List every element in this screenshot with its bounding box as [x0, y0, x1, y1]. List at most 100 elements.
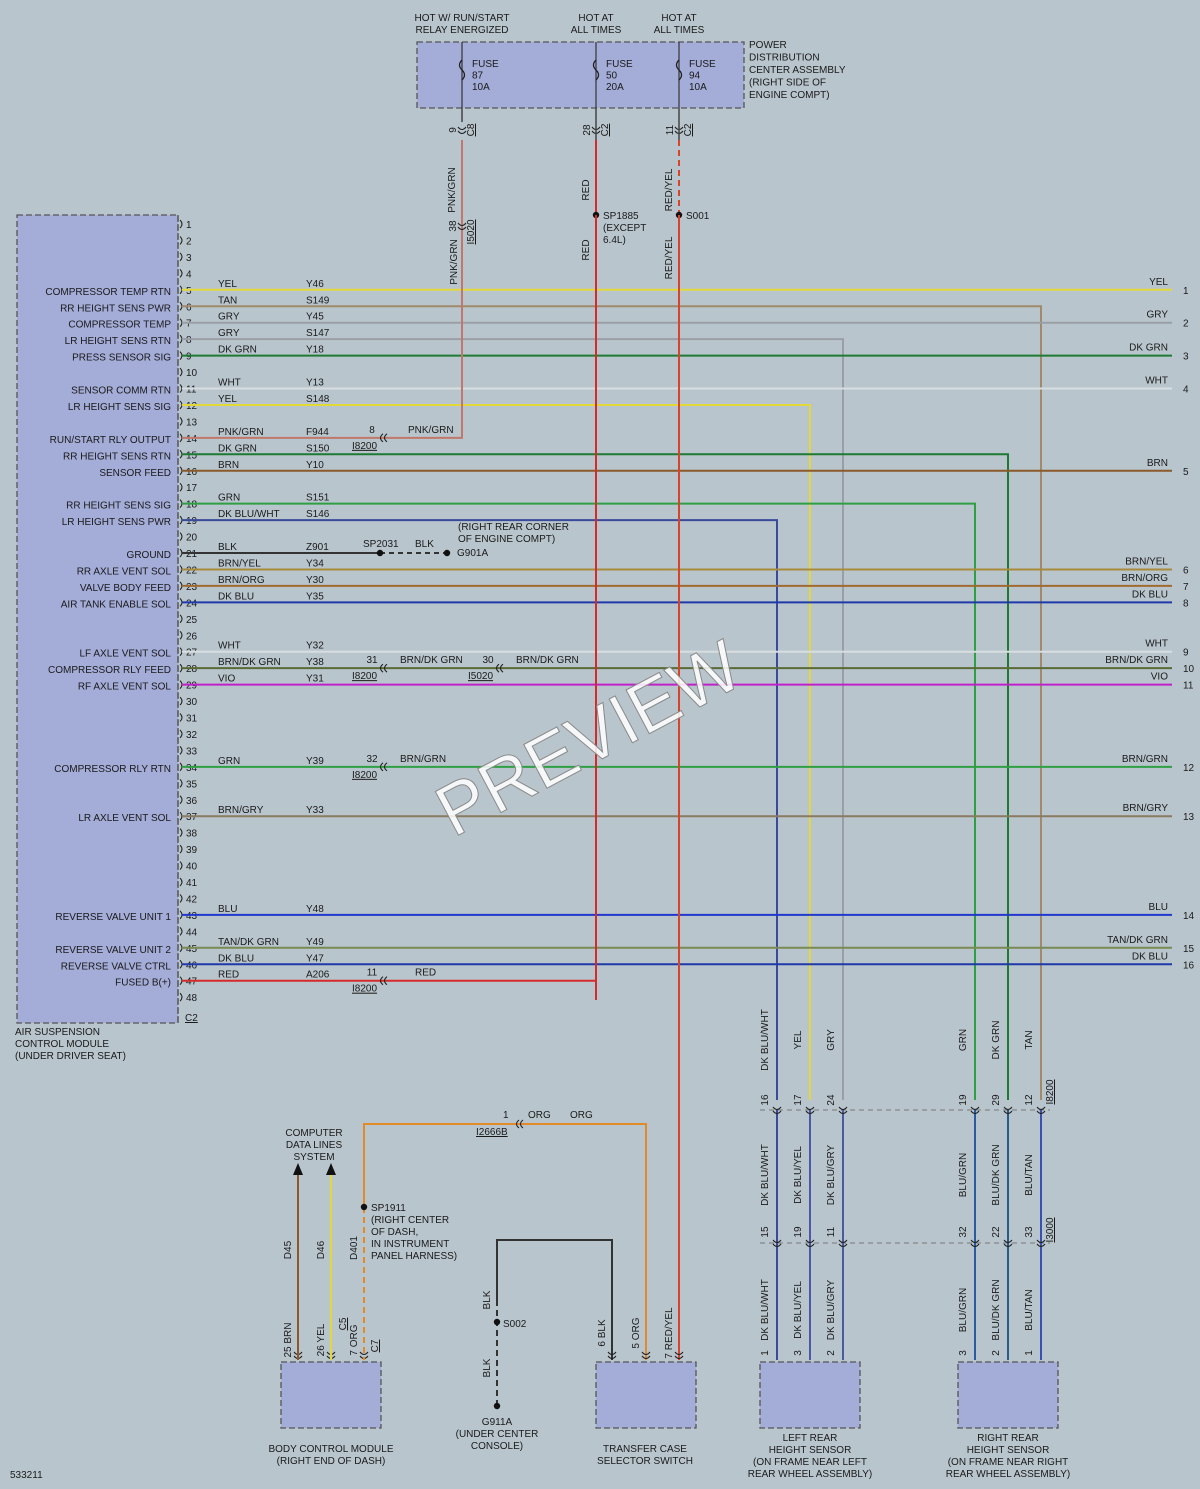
- module-pin-14: 14: [186, 434, 198, 445]
- lr-sensor-box: [759, 1361, 861, 1429]
- module-pin-socket-1: [179, 219, 183, 229]
- wire-pin-23-circuit: Y30: [306, 575, 324, 586]
- module-pin-12: 12: [186, 401, 198, 412]
- module-pin-socket-38: [179, 828, 183, 838]
- module-pin-38: 38: [186, 829, 198, 840]
- wire-pin-28-inline2-plug: [495, 663, 504, 673]
- module-pin-socket-32: [179, 729, 183, 739]
- rr-sensor-label-line-2: (ON FRAME NEAR RIGHT: [948, 1457, 1069, 1468]
- rr-mid-plug-2: [1036, 1239, 1046, 1248]
- wire-pin-37-circuit: Y33: [306, 805, 324, 816]
- i5020-pin-38: 38: [448, 220, 459, 232]
- tcs-box: [595, 1361, 697, 1429]
- lr-mid-plug-2: [838, 1239, 848, 1248]
- pdc-header-1-line-1: ALL TIMES: [571, 25, 622, 36]
- wire-pin-29-ref: 11: [1183, 681, 1194, 692]
- sp1911-label-line-2: OF DASH,: [371, 1227, 418, 1238]
- wire-pin-45-right-label: TAN/DK GRN: [1107, 935, 1168, 946]
- lr-pin-num-2: 2: [826, 1350, 837, 1356]
- module-function-24: AIR TANK ENABLE SOL: [61, 599, 172, 610]
- module-pin-24: 24: [186, 598, 198, 609]
- module-pin-36: 36: [186, 796, 198, 807]
- module-pin-43: 43: [186, 911, 198, 922]
- wire-pin-5-right-label: YEL: [1149, 277, 1168, 288]
- module-pin-2: 2: [186, 236, 192, 247]
- lr-top-color-1: YEL: [793, 1030, 804, 1049]
- rr-top-pin-0: 19: [958, 1094, 969, 1106]
- pdc-box: [416, 41, 745, 109]
- wire-pin-23-right-label: BRN/ORG: [1121, 573, 1168, 584]
- wire-pin-28-inline2-label: BRN/DK GRN: [516, 655, 579, 666]
- fuse-conn-1: C2: [600, 123, 611, 136]
- wire-pin-15: [182, 453, 1009, 1100]
- sp1885-label-line-2: 6.4L): [603, 235, 626, 246]
- wire-pin-47-inline-plug: [379, 976, 388, 986]
- lr-top-pin-2: 24: [826, 1094, 837, 1106]
- d45-label: D45: [283, 1240, 294, 1259]
- org-label-right: ORG: [570, 1110, 593, 1121]
- module-pin-8: 8: [186, 335, 192, 346]
- lr-pin-num-1: 3: [793, 1350, 804, 1356]
- org-label-left: ORG: [528, 1110, 551, 1121]
- g901a-note-line-0: (RIGHT REAR CORNER: [458, 522, 569, 533]
- wire-pin-28-inline-plug: [379, 663, 388, 673]
- wire-pin-11-right-label: WHT: [1145, 376, 1168, 387]
- module-pin-47: 47: [186, 977, 198, 988]
- module-pin-socket-2: [179, 236, 183, 245]
- module-pin-socket-31: [179, 713, 183, 722]
- splice-sp2031: [376, 549, 384, 557]
- pdc-header-0-line-1: RELAY ENERGIZED: [416, 25, 509, 36]
- lr-top-plug-1: [805, 1106, 815, 1115]
- wire-pin-47-inline-pin: 11: [367, 968, 378, 979]
- wire-pin-12-color-label: YEL: [218, 394, 237, 405]
- module-pin-socket-42: [179, 894, 183, 903]
- fuse-wire-color-0: PNK/GRN: [447, 167, 458, 213]
- wire-pin-7-color-label: GRY: [218, 312, 240, 323]
- module-pin-5: 5: [186, 286, 192, 297]
- module-function-28: COMPRESSOR RLY FEED: [48, 665, 171, 676]
- rr-top-plug-0: [970, 1106, 980, 1115]
- wire-pin-23-color-label: BRN/ORG: [218, 575, 265, 586]
- module-function-47: FUSED B(+): [115, 978, 171, 989]
- wire-pin-45-ref: 15: [1183, 944, 1195, 955]
- s001-label: S001: [686, 211, 710, 222]
- module-function-43: REVERSE VALVE UNIT 1: [55, 912, 171, 923]
- blk-label-upper: BLK: [482, 1290, 493, 1309]
- module-pin-socket-41: [179, 877, 183, 887]
- lr-mid-plug-1: [805, 1239, 815, 1248]
- wire-pin-21-color-label: BLK: [218, 542, 237, 553]
- module-pin-20: 20: [186, 533, 198, 544]
- wire-pin-12: [182, 403, 811, 1100]
- red-wire-label-2: RED: [581, 239, 592, 260]
- module-pin-socket-3: [179, 252, 183, 262]
- lr-mid-plug-0: [772, 1239, 782, 1248]
- lr-sensor-label-line-0: LEFT REAR: [783, 1433, 838, 1444]
- wire-pin-29-color-label: VIO: [218, 674, 235, 685]
- module-function-37: LR AXLE VENT SOL: [78, 813, 171, 824]
- lr-mid-pin-0: 15: [760, 1226, 771, 1238]
- pdc-label-line-3: (RIGHT SIDE OF: [749, 78, 826, 89]
- wire-pin-18-circuit: S151: [306, 493, 330, 504]
- module-function-12: LR HEIGHT SENS SIG: [68, 402, 171, 413]
- wire-pin-14-inline-pin: 8: [369, 425, 375, 436]
- wire-pin-47-inline-label: RED: [415, 968, 436, 979]
- wire-pin-23-ref: 7: [1183, 582, 1189, 593]
- wire-pin-6-circuit: S149: [306, 295, 330, 306]
- rr-mid-plug-0: [970, 1239, 980, 1248]
- wire-pin-7-circuit: Y45: [306, 312, 324, 323]
- d401-label: D401: [349, 1236, 360, 1260]
- module-function-27: LF AXLE VENT SOL: [79, 649, 171, 660]
- rr-pin-color-0: BLU/GRN: [958, 1288, 969, 1332]
- wire-pin-27-right-label: WHT: [1145, 639, 1168, 650]
- module-pin-socket-48: [179, 992, 183, 1002]
- module-function-34: COMPRESSOR RLY RTN: [54, 764, 171, 775]
- lr-top-pin-0: 16: [760, 1094, 771, 1106]
- sp1911-label-line-3: IN INSTRUMENT: [371, 1239, 449, 1250]
- wire-pin-34-inline-plug: [379, 762, 388, 772]
- wire-pin-22-color-label: BRN/YEL: [218, 558, 261, 569]
- document-id: 533211: [10, 1470, 43, 1481]
- module-pin-48: 48: [186, 993, 198, 1004]
- module-pin-30: 30: [186, 697, 198, 708]
- fuse-pin-2: 11: [665, 124, 676, 135]
- fuse-wire-color-1: RED: [581, 179, 592, 200]
